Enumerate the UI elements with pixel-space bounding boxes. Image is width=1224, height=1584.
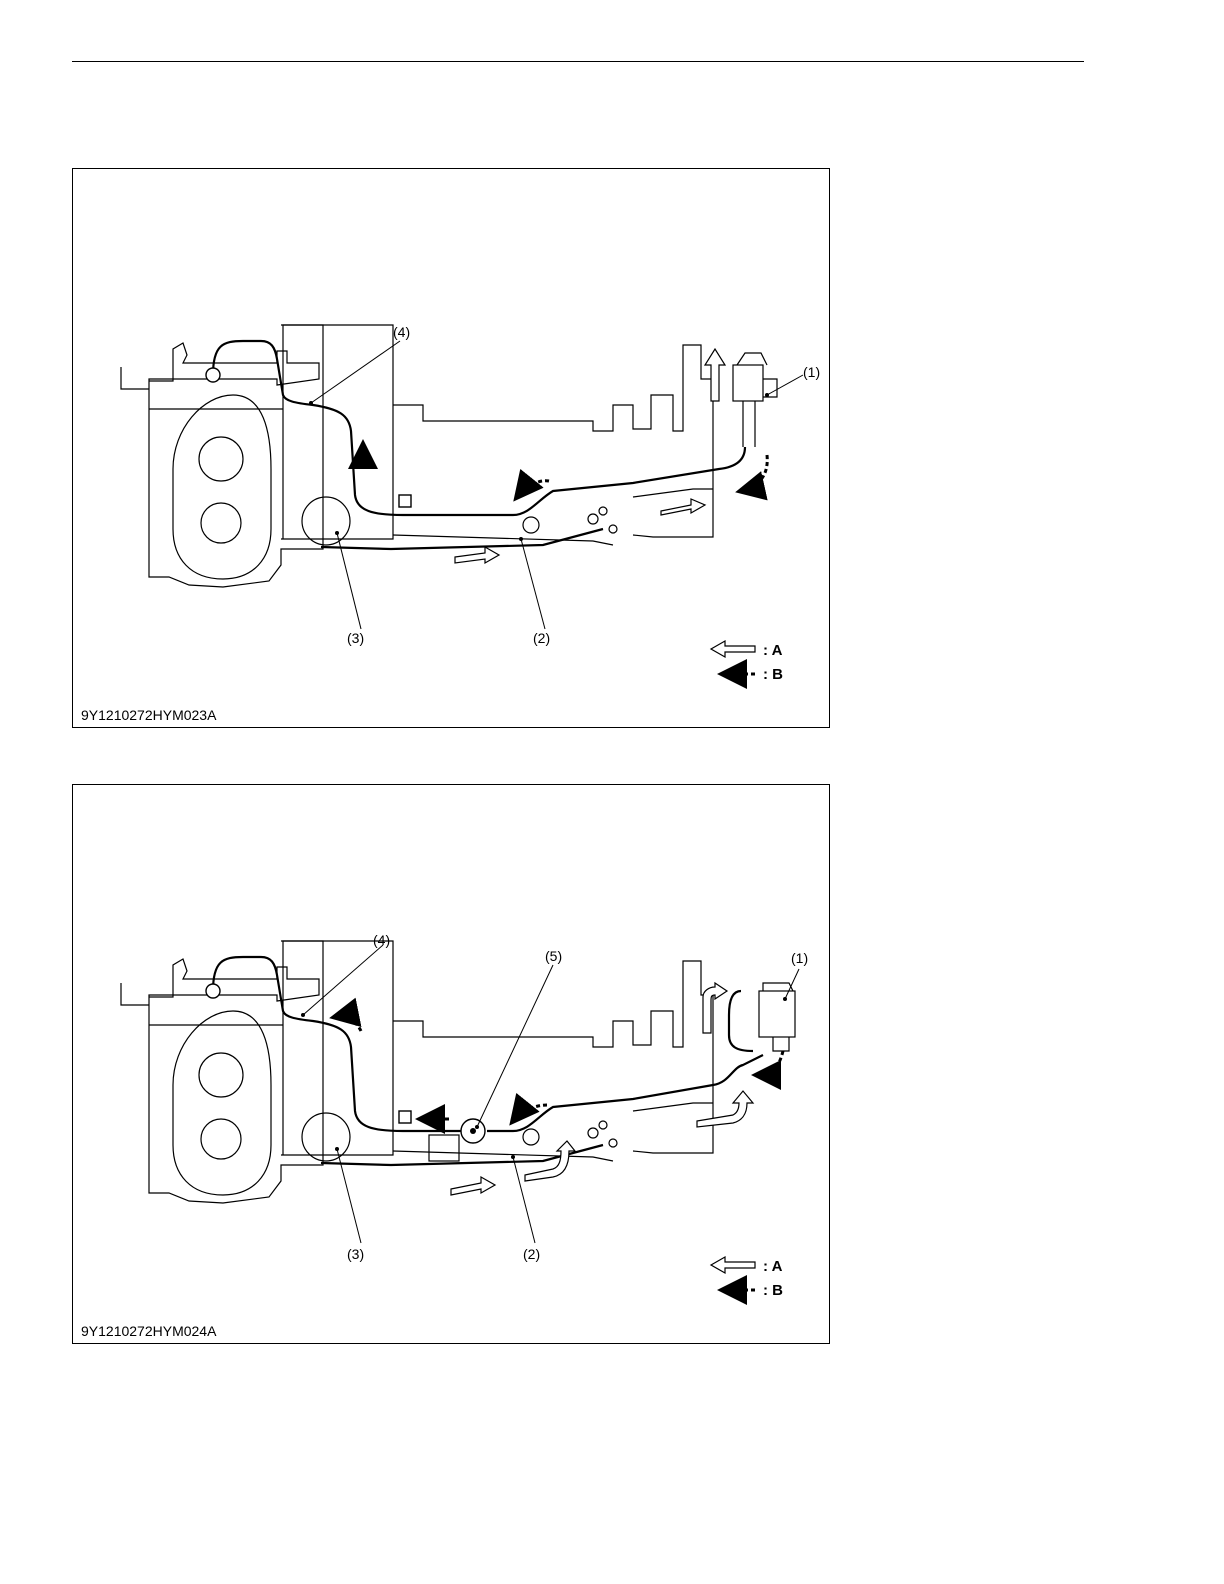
callout-4: (4) — [373, 932, 390, 948]
legend-key-b: : B — [763, 1282, 783, 1299]
legend-hollow-arrow-icon — [711, 641, 755, 657]
callout-2: (2) — [523, 1246, 540, 1262]
legend-key-a: : A — [763, 642, 783, 659]
header-rule — [72, 61, 1084, 62]
callout-5: (5) — [545, 948, 562, 964]
figure-2-illustration: (4) (5) (1) (3) (2) : A : B — [73, 785, 831, 1345]
legend: : A : B — [711, 641, 783, 683]
figure-code: 9Y1210272HYM023A — [81, 707, 216, 723]
figure-2: (4) (5) (1) (3) (2) : A : B 9Y1210272HYM… — [72, 784, 830, 1344]
hydraulic-pipes — [213, 957, 763, 1165]
hydraulic-pipes — [213, 341, 745, 549]
callout-1: (1) — [803, 364, 820, 380]
figure-code: 9Y1210272HYM024A — [81, 1323, 216, 1339]
callout-4: (4) — [393, 324, 410, 340]
legend: : A : B — [711, 1257, 783, 1299]
callout-3: (3) — [347, 630, 364, 646]
legend-hollow-arrow-icon — [711, 1257, 755, 1273]
callout-2: (2) — [533, 630, 550, 646]
figure-1: (4) (1) (3) (2) : A : B 9Y1210272HYM023A — [72, 168, 830, 728]
legend-key-a: : A — [763, 1258, 783, 1275]
callout-3: (3) — [347, 1246, 364, 1262]
figure-1-illustration: (4) (1) (3) (2) : A : B — [73, 169, 831, 729]
flow-arrows-a — [455, 349, 725, 563]
callout-1: (1) — [791, 950, 808, 966]
callout-leaders — [311, 341, 803, 629]
legend-key-b: : B — [763, 666, 783, 683]
